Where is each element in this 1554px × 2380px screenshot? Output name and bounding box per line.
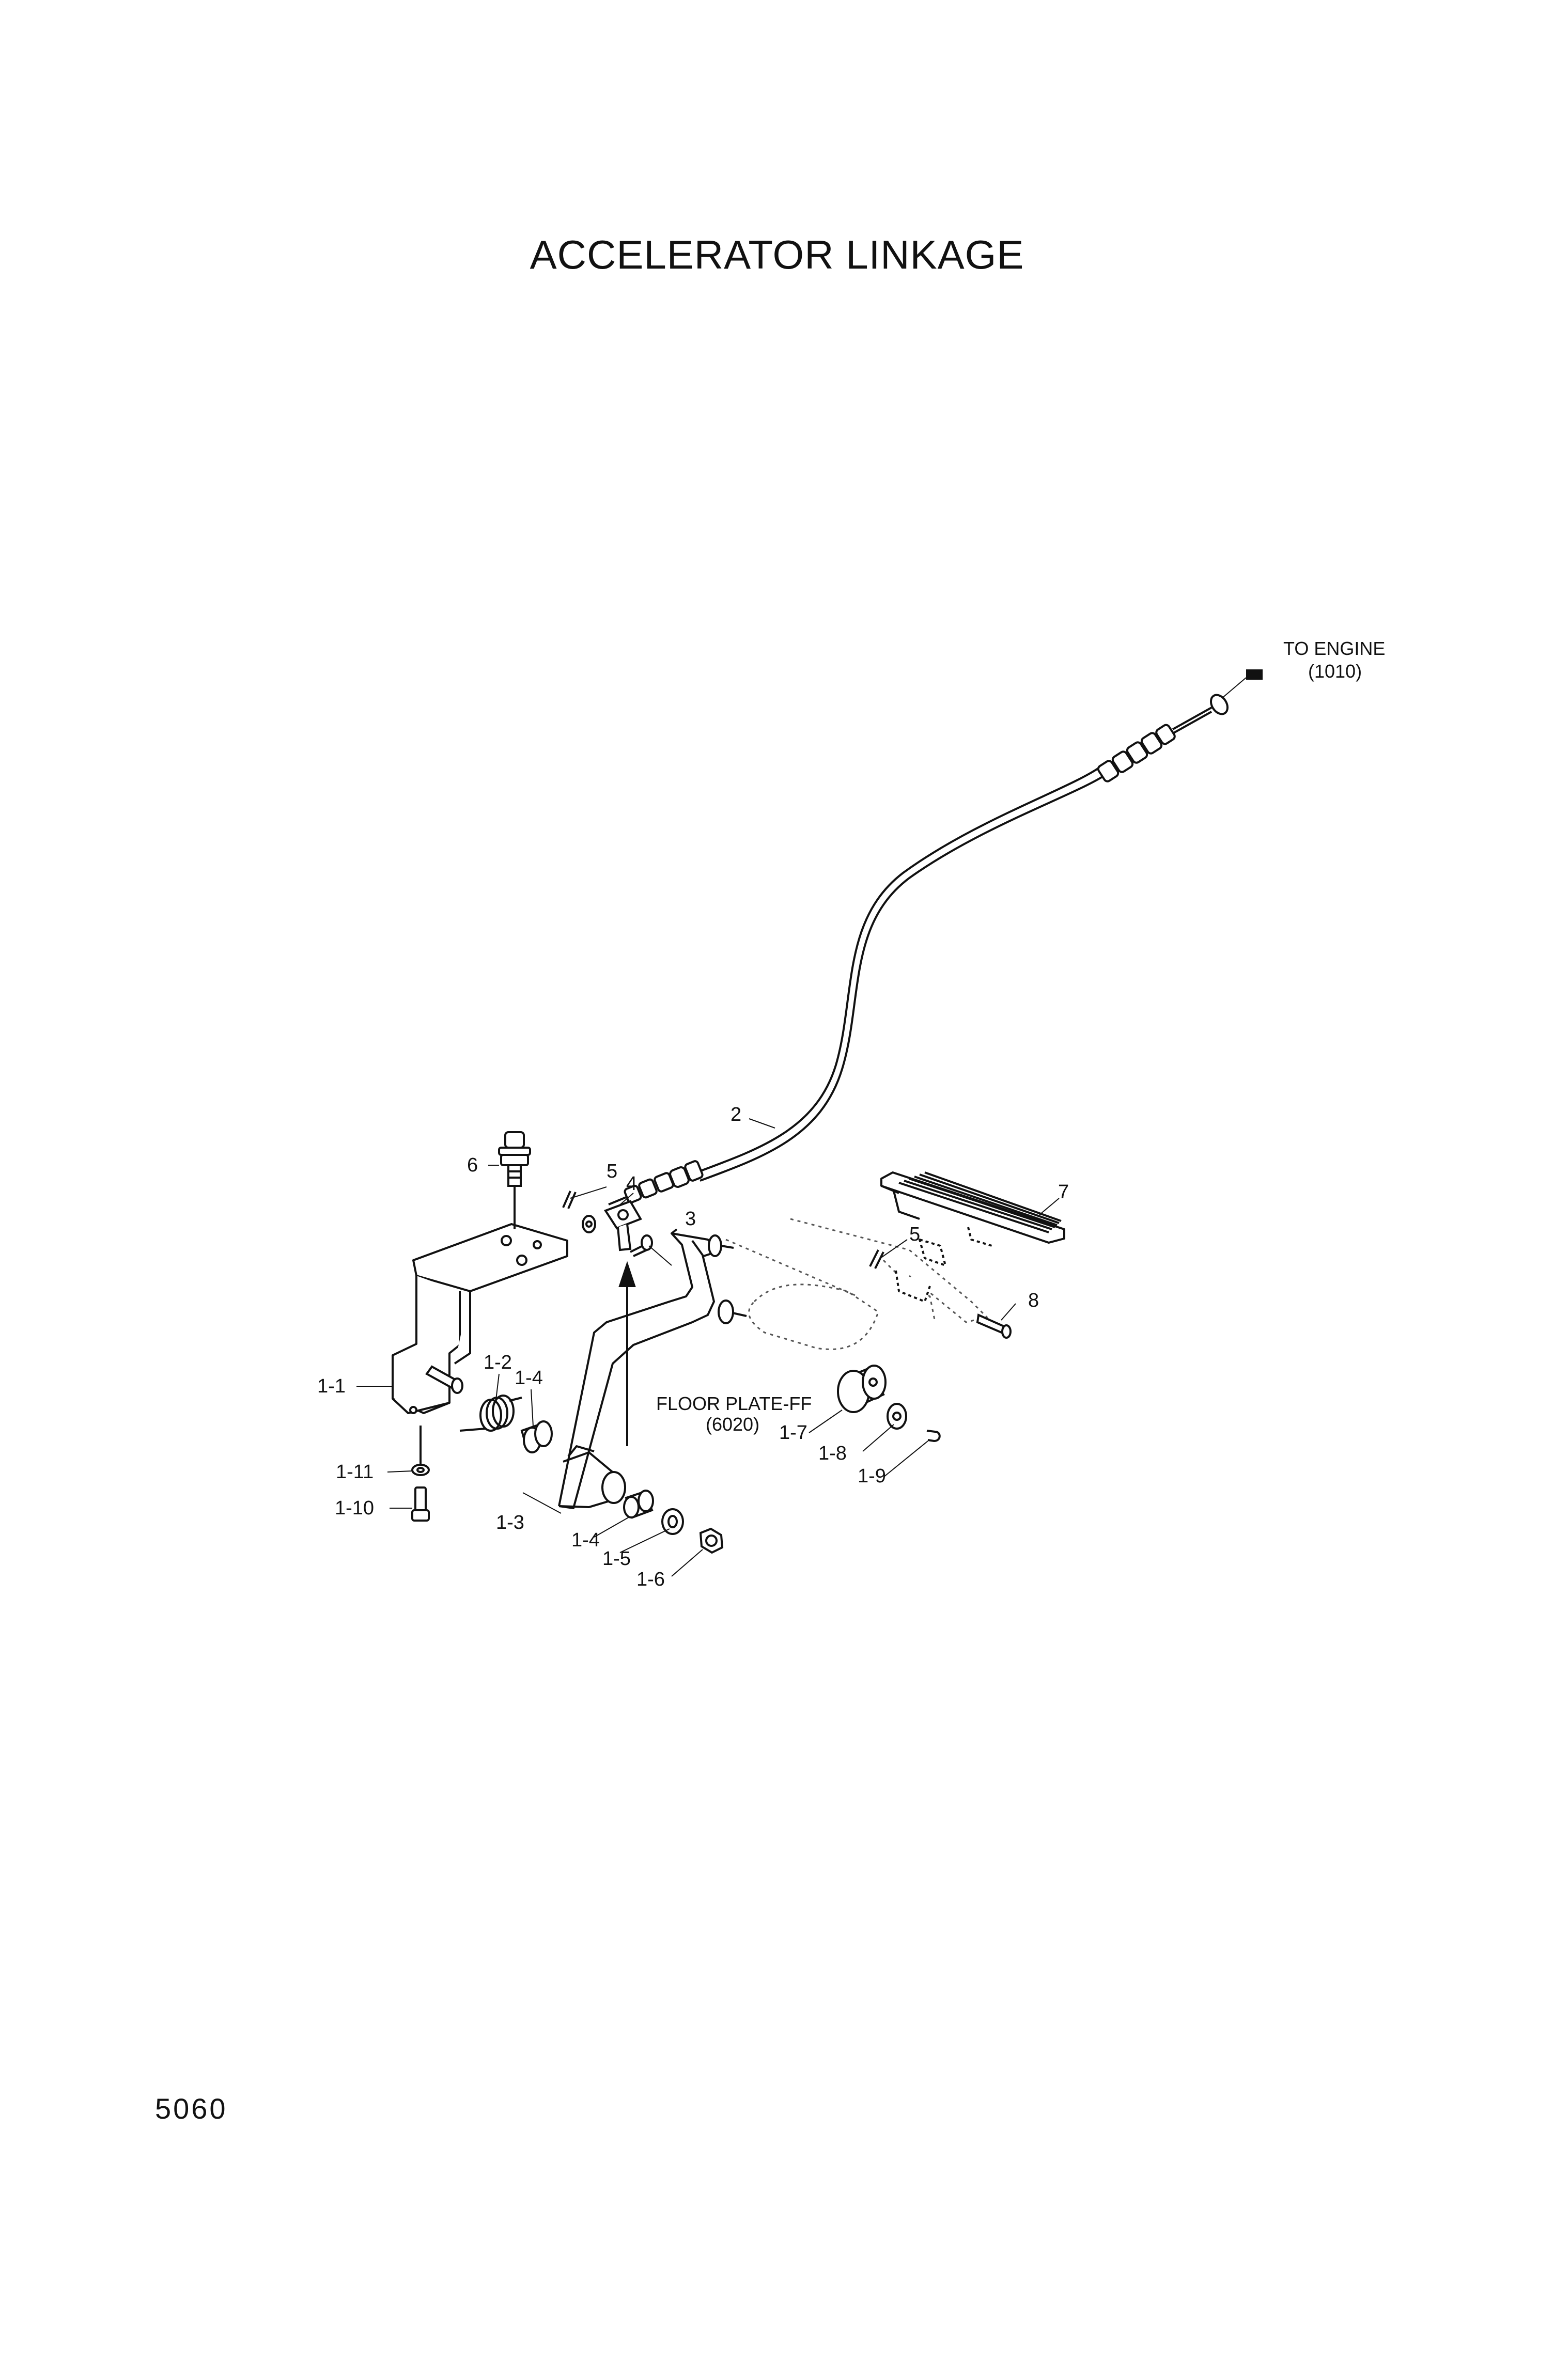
retaining-clip-pedal [869,1249,884,1269]
cable-upper-end-fitting [1097,694,1229,782]
callout-2: 2 [731,1104,741,1125]
link-arrow [618,1261,636,1446]
pedal-pad [880,1171,1065,1303]
flat-washer [887,1403,907,1430]
callout-7: 7 [1058,1181,1069,1203]
pedal-pin [976,1313,1012,1339]
callout-1-4-upper: 1-4 [515,1367,543,1389]
callout-8: 8 [1028,1290,1039,1311]
callout-1-2: 1-2 [484,1352,512,1373]
callout-5-upper: 5 [607,1161,617,1182]
callout-1-8: 1-8 [818,1443,847,1464]
callout-6: 6 [467,1154,478,1176]
callout-1-3: 1-3 [496,1512,524,1533]
callout-1-9: 1-9 [858,1465,886,1487]
retaining-clip-upper [562,1191,577,1209]
accelerator-cable [696,766,1107,1182]
pivot-shaft [425,1365,463,1394]
cable-clevis [582,1200,642,1251]
clevis-pin [630,1234,653,1257]
spring-washer [661,1508,684,1535]
leader-lines [356,1118,1060,1577]
return-spring [459,1395,522,1432]
callout-4: 4 [626,1173,637,1195]
bracket-washer [411,1464,430,1476]
to-engine-marker [1246,669,1263,680]
page-number: 5060 [155,2092,228,2125]
page-title: ACCELERATOR LINKAGE [530,232,1024,277]
bushing-upper [520,1420,553,1453]
rubber-stopper [837,1365,887,1413]
callout-3: 3 [685,1208,696,1230]
callout-1-5: 1-5 [602,1548,631,1570]
callout-1-1: 1-1 [317,1375,346,1397]
stop-bolt [498,1131,531,1229]
hex-nut [699,1527,724,1554]
callout-1-11: 1-11 [336,1461,374,1483]
pedal-lever-arm [558,1228,747,1509]
callout-5-pedal: 5 [909,1224,920,1245]
callout-1-10: 1-10 [335,1497,374,1519]
floor-plate-ref: (6020) [706,1414,759,1435]
to-engine-label: TO ENGINE [1283,638,1385,659]
floor-plate-label: FLOOR PLATE-FF [656,1393,812,1414]
callout-1-7: 1-7 [779,1422,807,1444]
bracket-bolt [411,1426,430,1522]
floor-plate-outline [725,1218,988,1350]
callout-1-4-lower: 1-4 [571,1529,600,1551]
to-engine-ref: (1010) [1308,661,1362,682]
cable-lower-end-fitting [608,1160,704,1205]
callout-1-6: 1-6 [636,1569,665,1590]
split-pin [926,1430,941,1443]
bushing-lower [623,1490,654,1519]
